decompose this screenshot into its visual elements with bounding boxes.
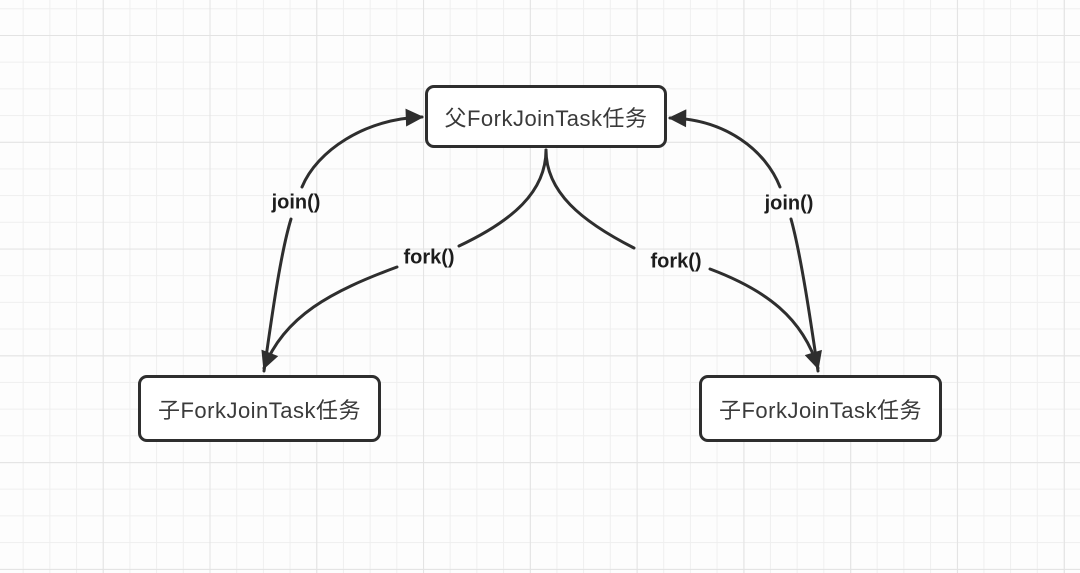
node-child-left-forkjointask: 子ForkJoinTask任务	[138, 375, 381, 442]
edge-fork-left-upper	[457, 148, 548, 248]
edge-fork-left-lower	[261, 265, 399, 370]
node-child-right-label: 子ForkJoinTask任务	[718, 397, 923, 423]
edge-label-fork-right: fork()	[650, 250, 702, 273]
node-child-left-label: 子ForkJoinTask任务	[157, 397, 362, 423]
node-parent-forkjointask: 父ForkJoinTask任务	[425, 85, 667, 148]
edge-fork-right-upper	[544, 148, 636, 250]
edge-join-left-upper	[300, 108, 424, 189]
edge-label-join-right: join()	[764, 192, 814, 215]
edge-join-right-lower	[789, 217, 820, 373]
edge-label-fork-left: fork()	[403, 246, 455, 269]
edge-label-join-left: join()	[271, 191, 321, 214]
edge-join-left-lower	[262, 217, 293, 373]
edge-fork-right-lower	[708, 267, 822, 370]
edge-join-right-upper	[668, 109, 782, 189]
node-parent-label: 父ForkJoinTask任务	[444, 105, 648, 131]
node-child-right-forkjointask: 子ForkJoinTask任务	[699, 375, 942, 442]
